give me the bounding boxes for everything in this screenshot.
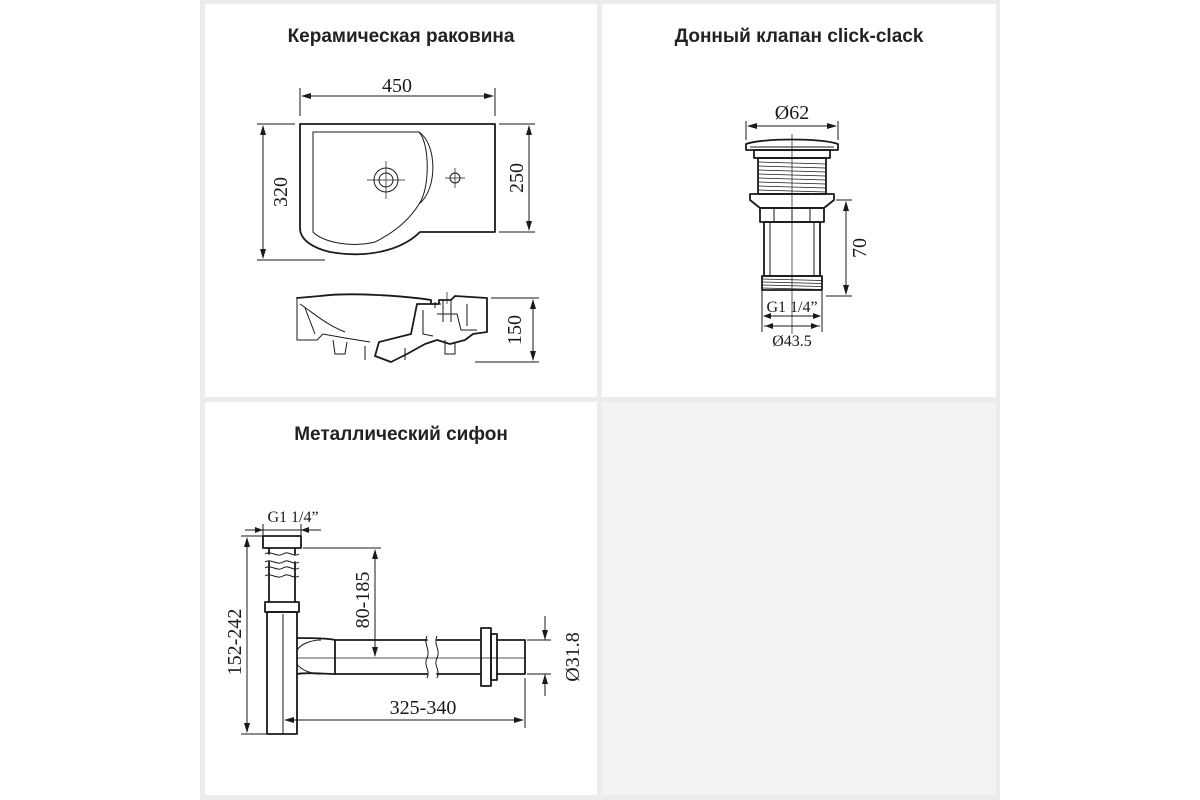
basin-side-section — [296, 292, 488, 363]
dim-basin-depth: 320 — [257, 123, 325, 261]
siphon-horizontal-pipe — [334, 639, 482, 675]
basin-bowl-inner — [312, 131, 428, 245]
dim-siphon-thread: G1 1/4” — [245, 509, 321, 536]
siphon-flange-collar — [490, 633, 498, 681]
panel-click-clack-valve: Донный клапан click-clack Ø62 — [602, 4, 996, 397]
panel-empty — [602, 402, 996, 795]
dim-valve-cap-text: Ø62 — [775, 102, 809, 124]
dim-siphon-outlet-text: Ø31.8 — [562, 632, 584, 681]
valve-bottom-thread-lines — [761, 278, 823, 290]
dim-valve-thread: G1 1/4” — [761, 290, 823, 332]
dim-siphon-length: 325-340 — [282, 678, 526, 734]
panel-title-siphon: Металлический сифон — [294, 424, 508, 445]
siphon-ring — [264, 601, 300, 613]
dim-siphon-outlet: Ø31.8 — [527, 616, 584, 696]
siphon-elbow — [296, 637, 336, 675]
dim-siphon-length-text: 325-340 — [390, 697, 457, 719]
valve-bottom-thread — [761, 275, 823, 291]
dim-siphon-thread-text: G1 1/4” — [267, 509, 318, 526]
dim-siphon-drop: 80-185 — [303, 547, 381, 657]
basin-top-outline — [299, 123, 496, 256]
valve-cap — [745, 138, 839, 151]
dim-basin-side-text: 250 — [506, 163, 528, 193]
dim-basin-width: 450 — [299, 75, 496, 116]
dim-siphon-height-text: 152-242 — [224, 609, 246, 676]
siphon-drawing: G1 1/4” — [224, 509, 584, 735]
siphon-upper-pipe — [268, 547, 296, 603]
siphon-bottle — [266, 611, 298, 735]
dim-siphon-drop-text: 80-185 — [352, 572, 374, 629]
basin-bowl-ledge — [418, 131, 434, 205]
dim-basin-side: 250 — [499, 123, 535, 233]
dim-valve-cap: Ø62 — [745, 102, 839, 140]
panel-title-valve: Донный клапан click-clack — [674, 26, 924, 47]
dim-valve-thread-text: G1 1/4” — [766, 299, 817, 316]
panel-metal-siphon: Металлический сифон G1 1/4” — [205, 402, 597, 795]
dim-valve-body: Ø43.5 — [764, 323, 820, 350]
dim-basin-height: 150 — [475, 297, 539, 363]
dim-siphon-height: 152-242 — [224, 535, 267, 735]
dim-valve-height-text: 70 — [849, 238, 871, 258]
dim-basin-height-text: 150 — [504, 315, 526, 345]
valve-drawing: Ø62 — [745, 102, 871, 350]
valve-thread-lines — [757, 161, 827, 193]
panel-ceramic-basin: Керамическая раковина 450 — [205, 4, 597, 397]
dim-valve-height: 70 — [826, 199, 871, 297]
siphon-top-nut — [262, 535, 302, 549]
siphon-wall-flange — [480, 627, 492, 687]
dim-basin-depth-text: 320 — [270, 177, 292, 207]
dim-basin-width-text: 450 — [382, 75, 412, 97]
basin-drawing: 450 320 250 — [257, 75, 539, 363]
panel-title-basin: Керамическая раковина — [287, 26, 515, 47]
dim-valve-body-text: Ø43.5 — [772, 333, 812, 350]
